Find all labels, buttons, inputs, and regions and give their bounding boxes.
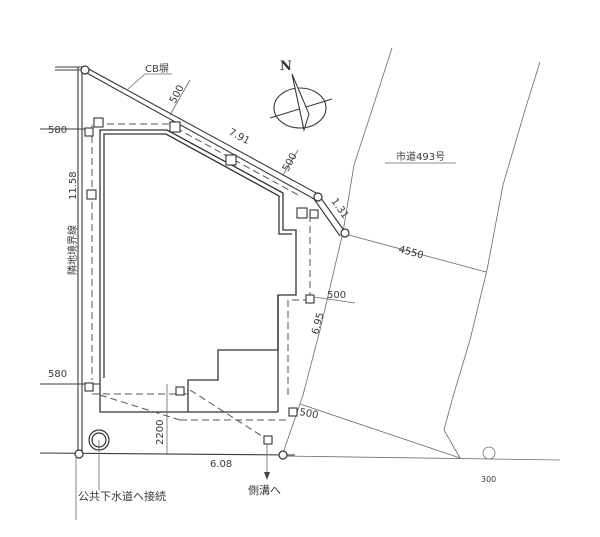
gutter-arrow bbox=[264, 444, 270, 480]
boundary-markers bbox=[74, 65, 350, 460]
dim-left-bottom-offset: 580 bbox=[48, 369, 67, 380]
dim-right-side: 6.95 bbox=[310, 311, 326, 335]
road-label: 市道493号 bbox=[396, 150, 445, 163]
north-label: N bbox=[280, 59, 292, 74]
dim-bottom: 6.08 bbox=[210, 459, 232, 470]
dim-top-offset-2: 500 bbox=[281, 151, 300, 173]
fence-label-group: CB塀 bbox=[127, 63, 172, 90]
marker-n bbox=[313, 192, 323, 202]
dim-top-offset: 500 bbox=[168, 83, 187, 105]
inspection-boxes bbox=[84, 117, 319, 445]
marker-sw bbox=[74, 449, 84, 459]
dim-right-offset-lower: 500 bbox=[298, 407, 319, 421]
marker-nw bbox=[80, 65, 90, 75]
marker-se bbox=[278, 450, 288, 460]
marker-ne bbox=[340, 228, 350, 238]
road-label-group: 市道493号 bbox=[385, 150, 456, 164]
dim-corner: 1.31 bbox=[329, 196, 351, 221]
north-arrow-icon: N bbox=[269, 59, 333, 132]
dim-top-slope: 7.91 bbox=[227, 127, 252, 147]
dim-right-offset-upper: 500 bbox=[327, 290, 346, 301]
dim-road-width: 4550 bbox=[397, 244, 424, 261]
lot-boundary bbox=[39, 66, 346, 456]
dim-left-boundary: 11.58 bbox=[68, 171, 79, 200]
notes: 公共下水道へ接続 側溝へ bbox=[78, 484, 281, 503]
dim-left-top-offset: 580 bbox=[48, 125, 67, 136]
sewer-manhole bbox=[75, 429, 110, 520]
gutter-mark: 300 bbox=[481, 446, 496, 484]
boundary-label: 隣地境界線 bbox=[66, 225, 79, 275]
gutter-note: 側溝へ bbox=[248, 484, 281, 497]
road-width-dimension: 4550 bbox=[344, 233, 487, 273]
building-outline bbox=[99, 129, 297, 413]
sewer-note: 公共下水道へ接続 bbox=[78, 489, 166, 503]
dim-gutter-mark: 300 bbox=[481, 475, 496, 484]
fence-label: CB塀 bbox=[145, 63, 169, 75]
dim-bottom-offset: 2200 bbox=[155, 420, 166, 445]
